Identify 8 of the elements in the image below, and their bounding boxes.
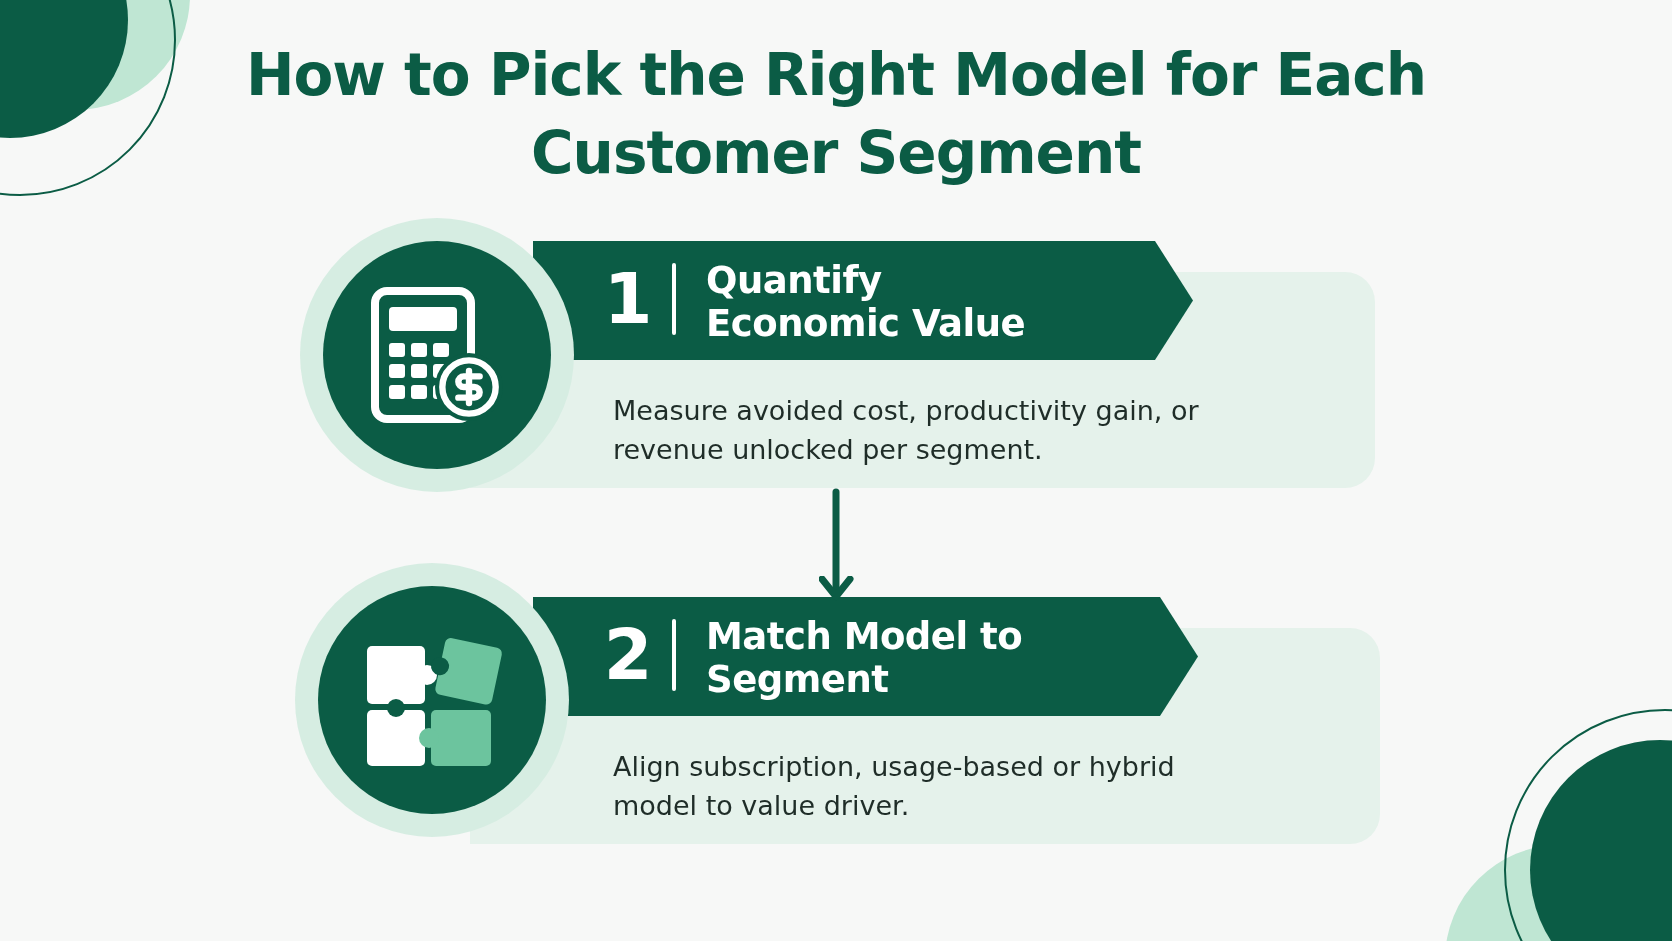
arrow <box>818 488 854 600</box>
step-description: Align subscription, usage-based or hybrid model to value driver. <box>613 750 1176 823</box>
title: How to Pick the Right Model for Each Customer Segment <box>244 40 1428 189</box>
step-heading: Match Model to Segment <box>706 615 1024 701</box>
step-description: Measure avoided cost, productivity gain, or revenue unlocked per segment. <box>613 394 1200 467</box>
step-heading: Quantify Economic Value <box>706 259 1027 345</box>
step-number: 2 <box>602 613 654 698</box>
step-number: 1 <box>602 257 654 342</box>
